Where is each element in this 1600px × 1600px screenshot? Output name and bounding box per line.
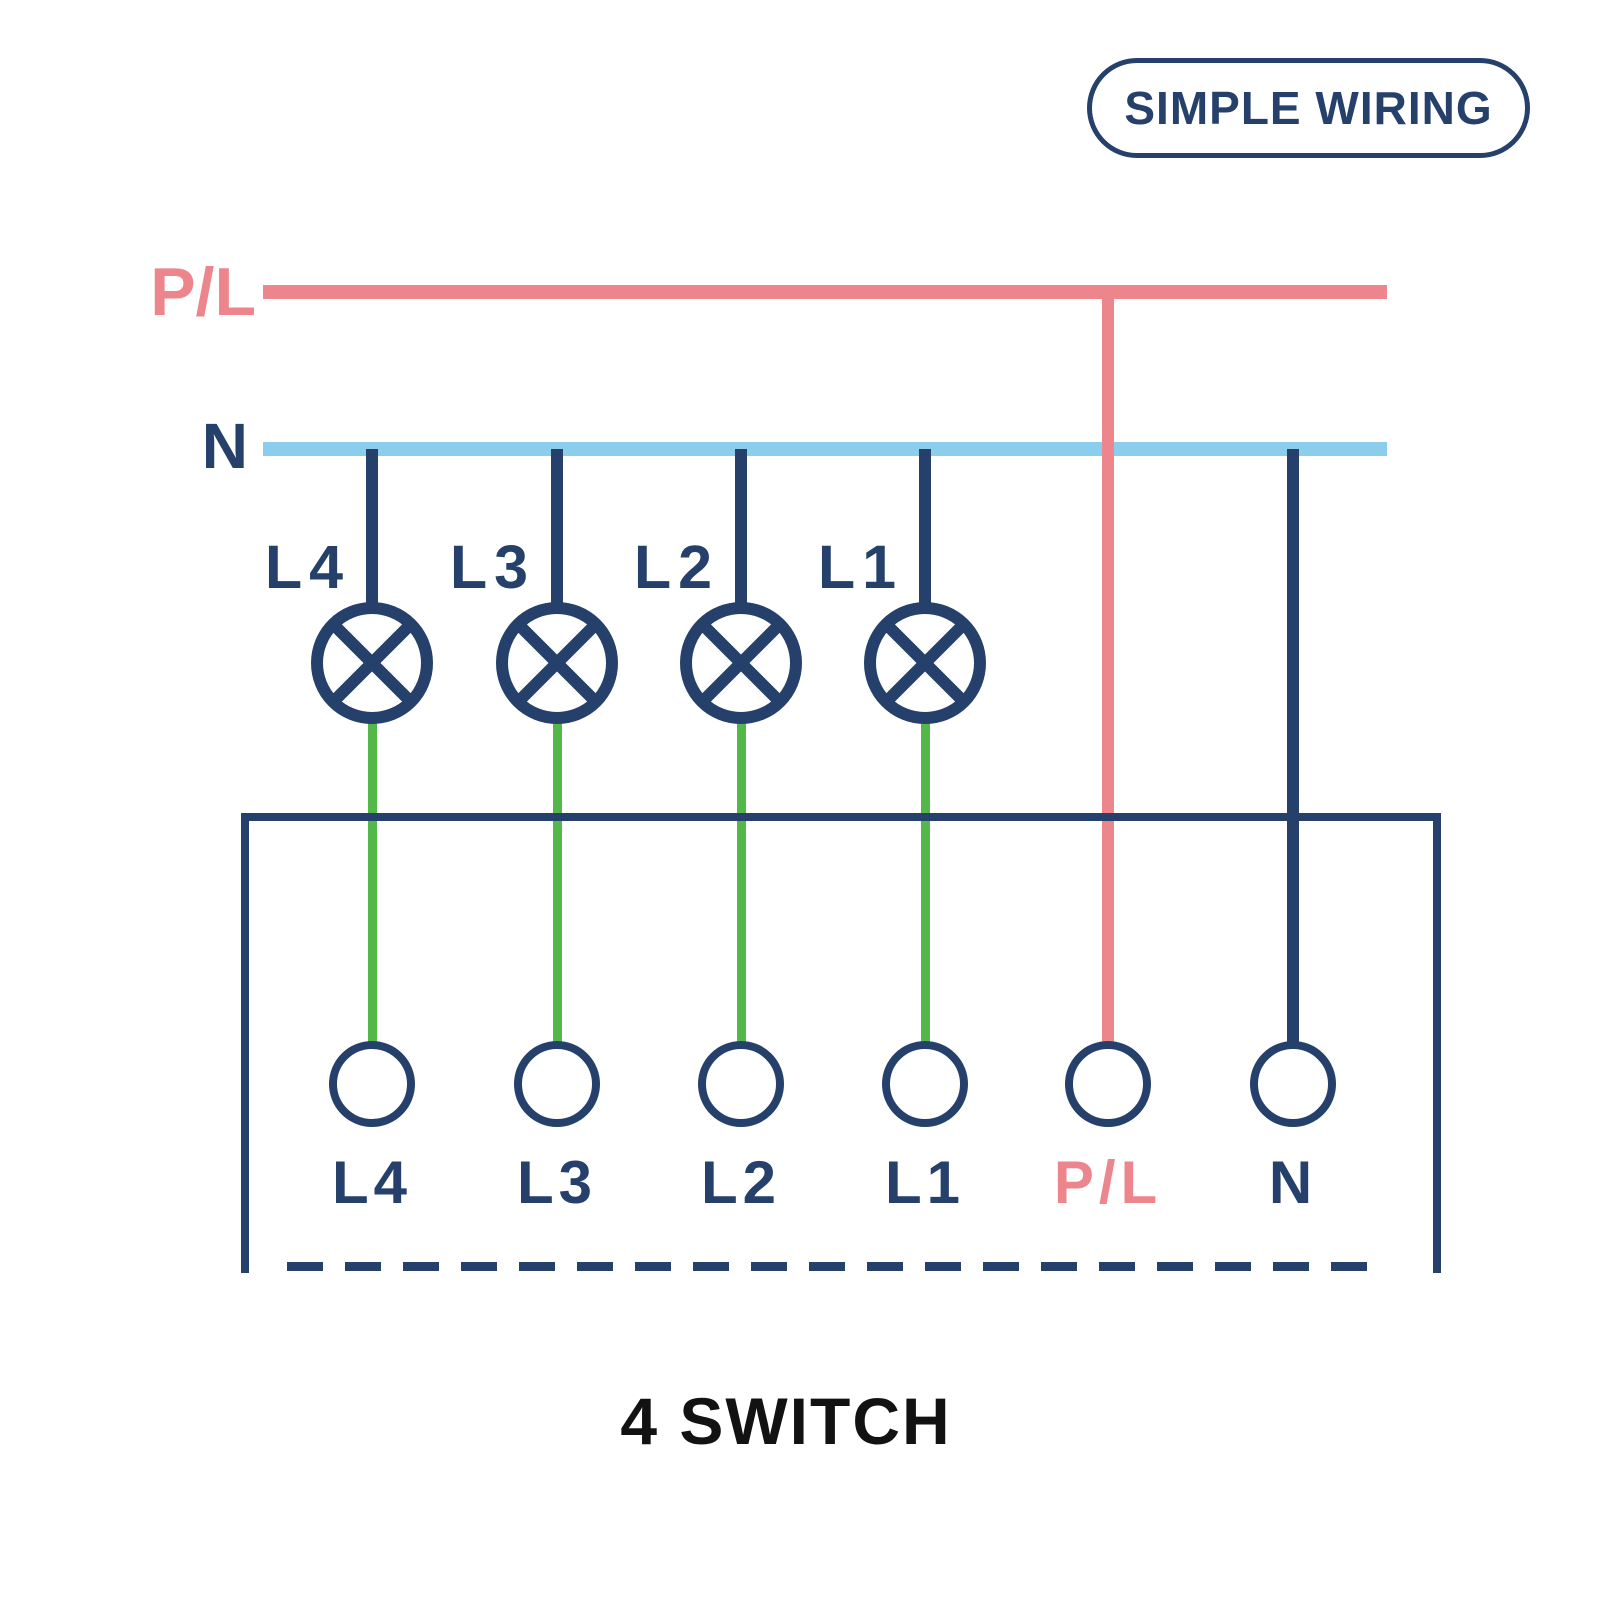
neutral-bus-label: N [201, 410, 248, 482]
simple-wiring-badge: SIMPLE WIRING [1087, 58, 1530, 158]
terminal-pl [1065, 1041, 1151, 1127]
lamp-l1-supply-wire [919, 449, 931, 607]
lamp-symbol-l1 [864, 602, 986, 724]
lamp-label-l2: L2 [633, 533, 719, 601]
terminal-label-n: N [1268, 1149, 1318, 1216]
lamp-l4-supply-wire [366, 449, 378, 607]
lamp-l2-supply-wire [735, 449, 747, 607]
phase-bus-label: P/L [150, 254, 256, 330]
switched-wire-l1 [921, 714, 930, 1048]
switched-wire-l2 [737, 714, 746, 1048]
neutral-drop-wire [1287, 449, 1299, 1048]
switch-box-outline [241, 813, 1441, 1273]
phase-bus-line [263, 285, 1387, 299]
badge-label: SIMPLE WIRING [1124, 82, 1493, 134]
diagram-title: 4 SWITCH [620, 1384, 952, 1458]
neutral-bus-line [263, 442, 1387, 456]
terminal-l1 [882, 1041, 968, 1127]
lamp-l3-supply-wire [551, 449, 563, 607]
phase-drop-wire [1102, 292, 1114, 1048]
terminal-label-l2: L2 [700, 1149, 782, 1216]
switch-box-dashed-bottom [287, 1262, 1373, 1271]
switched-wire-l4 [368, 714, 377, 1048]
terminal-l4 [329, 1041, 415, 1127]
terminal-l3 [514, 1041, 600, 1127]
lamp-symbol-l2 [680, 602, 802, 724]
terminal-l2 [698, 1041, 784, 1127]
terminal-n [1250, 1041, 1336, 1127]
switched-wire-l3 [553, 714, 562, 1048]
terminal-label-pl: P/L [1053, 1149, 1163, 1216]
terminal-label-l4: L4 [331, 1149, 413, 1216]
lamp-symbol-l3 [496, 602, 618, 724]
terminal-label-l3: L3 [516, 1149, 598, 1216]
lamp-symbol-l4 [311, 602, 433, 724]
lamp-label-l1: L1 [817, 533, 903, 601]
terminal-label-l1: L1 [884, 1149, 966, 1216]
lamp-label-l3: L3 [449, 533, 535, 601]
lamp-label-l4: L4 [264, 533, 350, 601]
